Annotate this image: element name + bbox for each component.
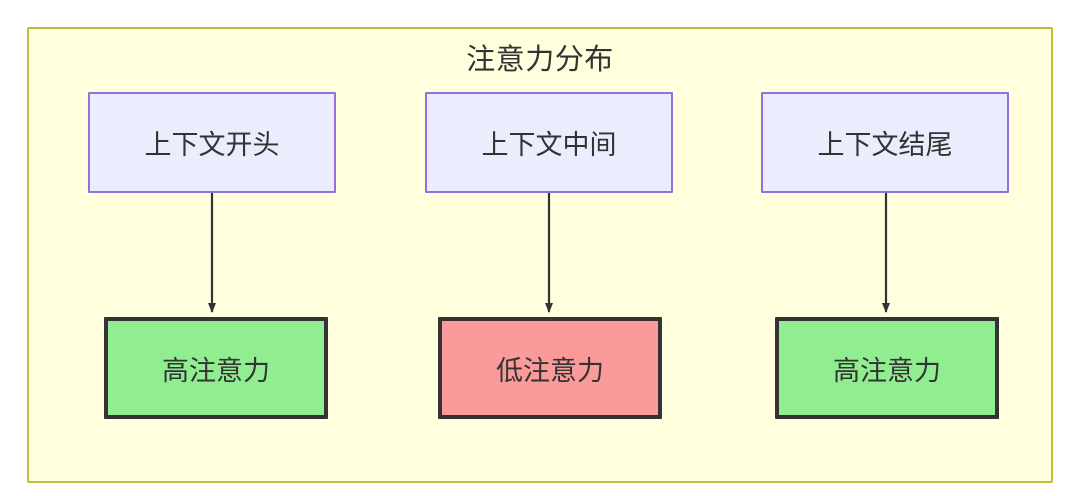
node-high-attention-end[interactable]: 高注意力	[775, 317, 999, 419]
node-context-start[interactable]: 上下文开头	[88, 92, 336, 193]
node-label: 上下文结尾	[817, 130, 953, 160]
node-context-end[interactable]: 上下文结尾	[761, 92, 1009, 193]
node-high-attention-start[interactable]: 高注意力	[104, 317, 328, 419]
node-label: 上下文开头	[144, 130, 280, 160]
node-label: 上下文中间	[481, 130, 617, 160]
node-low-attention-middle[interactable]: 低注意力	[438, 317, 662, 419]
node-context-middle[interactable]: 上下文中间	[425, 92, 673, 193]
node-label: 高注意力	[162, 355, 270, 386]
subgraph-title: 注意力分布	[466, 44, 614, 76]
node-label: 高注意力	[833, 355, 941, 386]
node-label: 低注意力	[496, 355, 604, 386]
